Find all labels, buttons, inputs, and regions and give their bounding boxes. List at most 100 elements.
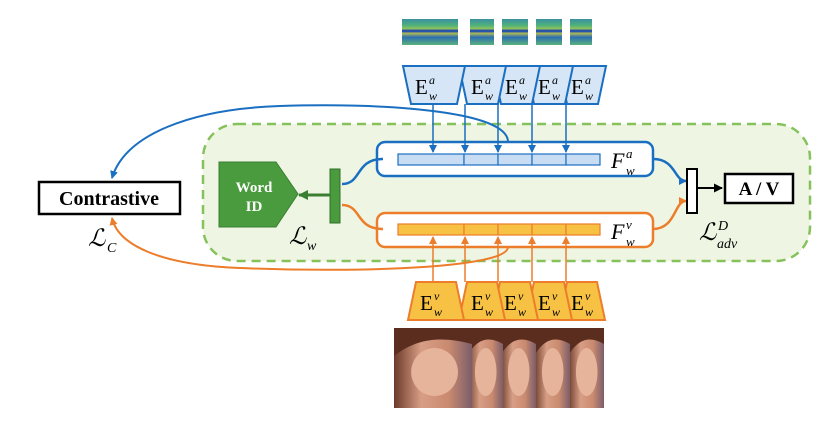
svg-text:C: C: [107, 241, 117, 256]
encoder-letter: E: [571, 75, 584, 99]
encoder-sup: v: [585, 289, 591, 303]
audio-feature-segment: [463, 153, 499, 166]
encoder-sup: a: [485, 73, 491, 87]
video-feature-segment: [531, 223, 567, 236]
encoder-sup: a: [519, 73, 525, 87]
av-label: A / V: [739, 179, 780, 200]
video-encoder-arrows: [429, 236, 570, 282]
encoder-letter: E: [505, 75, 518, 99]
encoder-sup: a: [429, 73, 435, 87]
encoder-sup: v: [552, 289, 558, 303]
encoder-sub: w: [485, 305, 493, 319]
video-feature-label: F v w: [610, 217, 635, 249]
video-feature-segment: [497, 223, 533, 236]
audio-encoder-shape: [401, 65, 467, 105]
av-output-box: [723, 172, 795, 205]
svg-text:ℒ: ℒ: [699, 220, 717, 246]
face-skin: [575, 348, 598, 396]
discriminator-bar: [686, 168, 698, 214]
audio-feature-label: F a w: [610, 146, 635, 178]
svg-text:ℒ: ℒ: [88, 226, 106, 252]
video-to-disc-curve: [652, 197, 687, 231]
face-hair: [467, 328, 503, 356]
encoder-sub: w: [552, 305, 560, 319]
audio-feature-bars: [397, 153, 601, 166]
audio-feature-segment: [497, 153, 533, 166]
svg-text:v: v: [626, 217, 632, 232]
face-frame: [394, 328, 472, 408]
word-id-label-line1: Word: [236, 180, 273, 196]
face-frame: [467, 328, 503, 408]
svg-text:D: D: [717, 219, 728, 234]
face-hair: [500, 328, 536, 356]
encoder-sup: v: [485, 289, 491, 303]
audio-to-contrastive-curve: [110, 104, 509, 179]
face-hair: [394, 328, 472, 356]
audio-to-disc-curve: [652, 157, 687, 185]
face-frame: [534, 328, 570, 408]
face-skin: [541, 348, 564, 396]
encoder-letter: E: [471, 75, 484, 99]
face-hair: [568, 328, 604, 356]
encoder-sub: w: [518, 305, 526, 319]
face-frame: [568, 328, 604, 408]
video-feature-segment: [397, 223, 465, 236]
encoder-sup: a: [585, 73, 591, 87]
face-skin: [507, 348, 530, 396]
video-to-contrastive-curve: [109, 217, 509, 271]
encoder-sub: w: [585, 89, 593, 103]
face-frame: [500, 328, 536, 408]
video-to-word-curve: [341, 203, 384, 231]
encoder-sub: w: [485, 89, 493, 103]
word-classifier-bar: [329, 168, 341, 224]
word-loss-label: ℒ w: [289, 224, 317, 254]
encoder-letter: E: [538, 75, 551, 99]
svg-text:ℒ: ℒ: [289, 224, 307, 250]
audio-feature-segment: [397, 153, 465, 166]
encoder-letter: E: [538, 291, 551, 315]
face-hair: [534, 328, 570, 356]
encoder-letter: E: [471, 291, 484, 315]
encoder-sup: v: [518, 289, 524, 303]
encoder-letter: E: [504, 291, 517, 315]
encoder-sup: v: [434, 289, 440, 303]
audio-feature-segment: [565, 153, 601, 166]
encoder-sup: a: [552, 73, 558, 87]
encoder-sub: w: [434, 305, 442, 319]
svg-text:adv: adv: [717, 237, 738, 252]
audio-to-word-curve: [341, 157, 384, 186]
word-id-label-line2: ID: [246, 199, 263, 215]
svg-text:a: a: [626, 146, 633, 161]
svg-text:w: w: [626, 234, 635, 249]
audio-spectrograms: [402, 19, 592, 45]
video-encoder-shape: [406, 281, 466, 321]
video-feature-bars: [397, 223, 601, 236]
encoder-sub: w: [585, 305, 593, 319]
video-feature-segment: [463, 223, 499, 236]
encoder-sub: w: [519, 89, 527, 103]
audio-feature-segment: [531, 153, 567, 166]
svg-text:F: F: [610, 148, 625, 173]
word-id-box: [218, 161, 299, 228]
contrastive-box: [37, 180, 182, 216]
face-skin: [474, 348, 497, 396]
contrastive-label: Contrastive: [59, 188, 159, 210]
contrastive-loss-label: ℒ C: [88, 226, 117, 256]
face-skin: [411, 348, 458, 396]
encoder-letter: E: [571, 291, 584, 315]
face-frames: [394, 328, 604, 408]
svg-text:w: w: [307, 239, 317, 254]
encoder-letter: E: [420, 291, 433, 315]
encoder-sub: w: [552, 89, 560, 103]
svg-text:F: F: [610, 219, 625, 244]
encoder-letter: E: [415, 75, 428, 99]
video-feature-segment: [565, 223, 601, 236]
